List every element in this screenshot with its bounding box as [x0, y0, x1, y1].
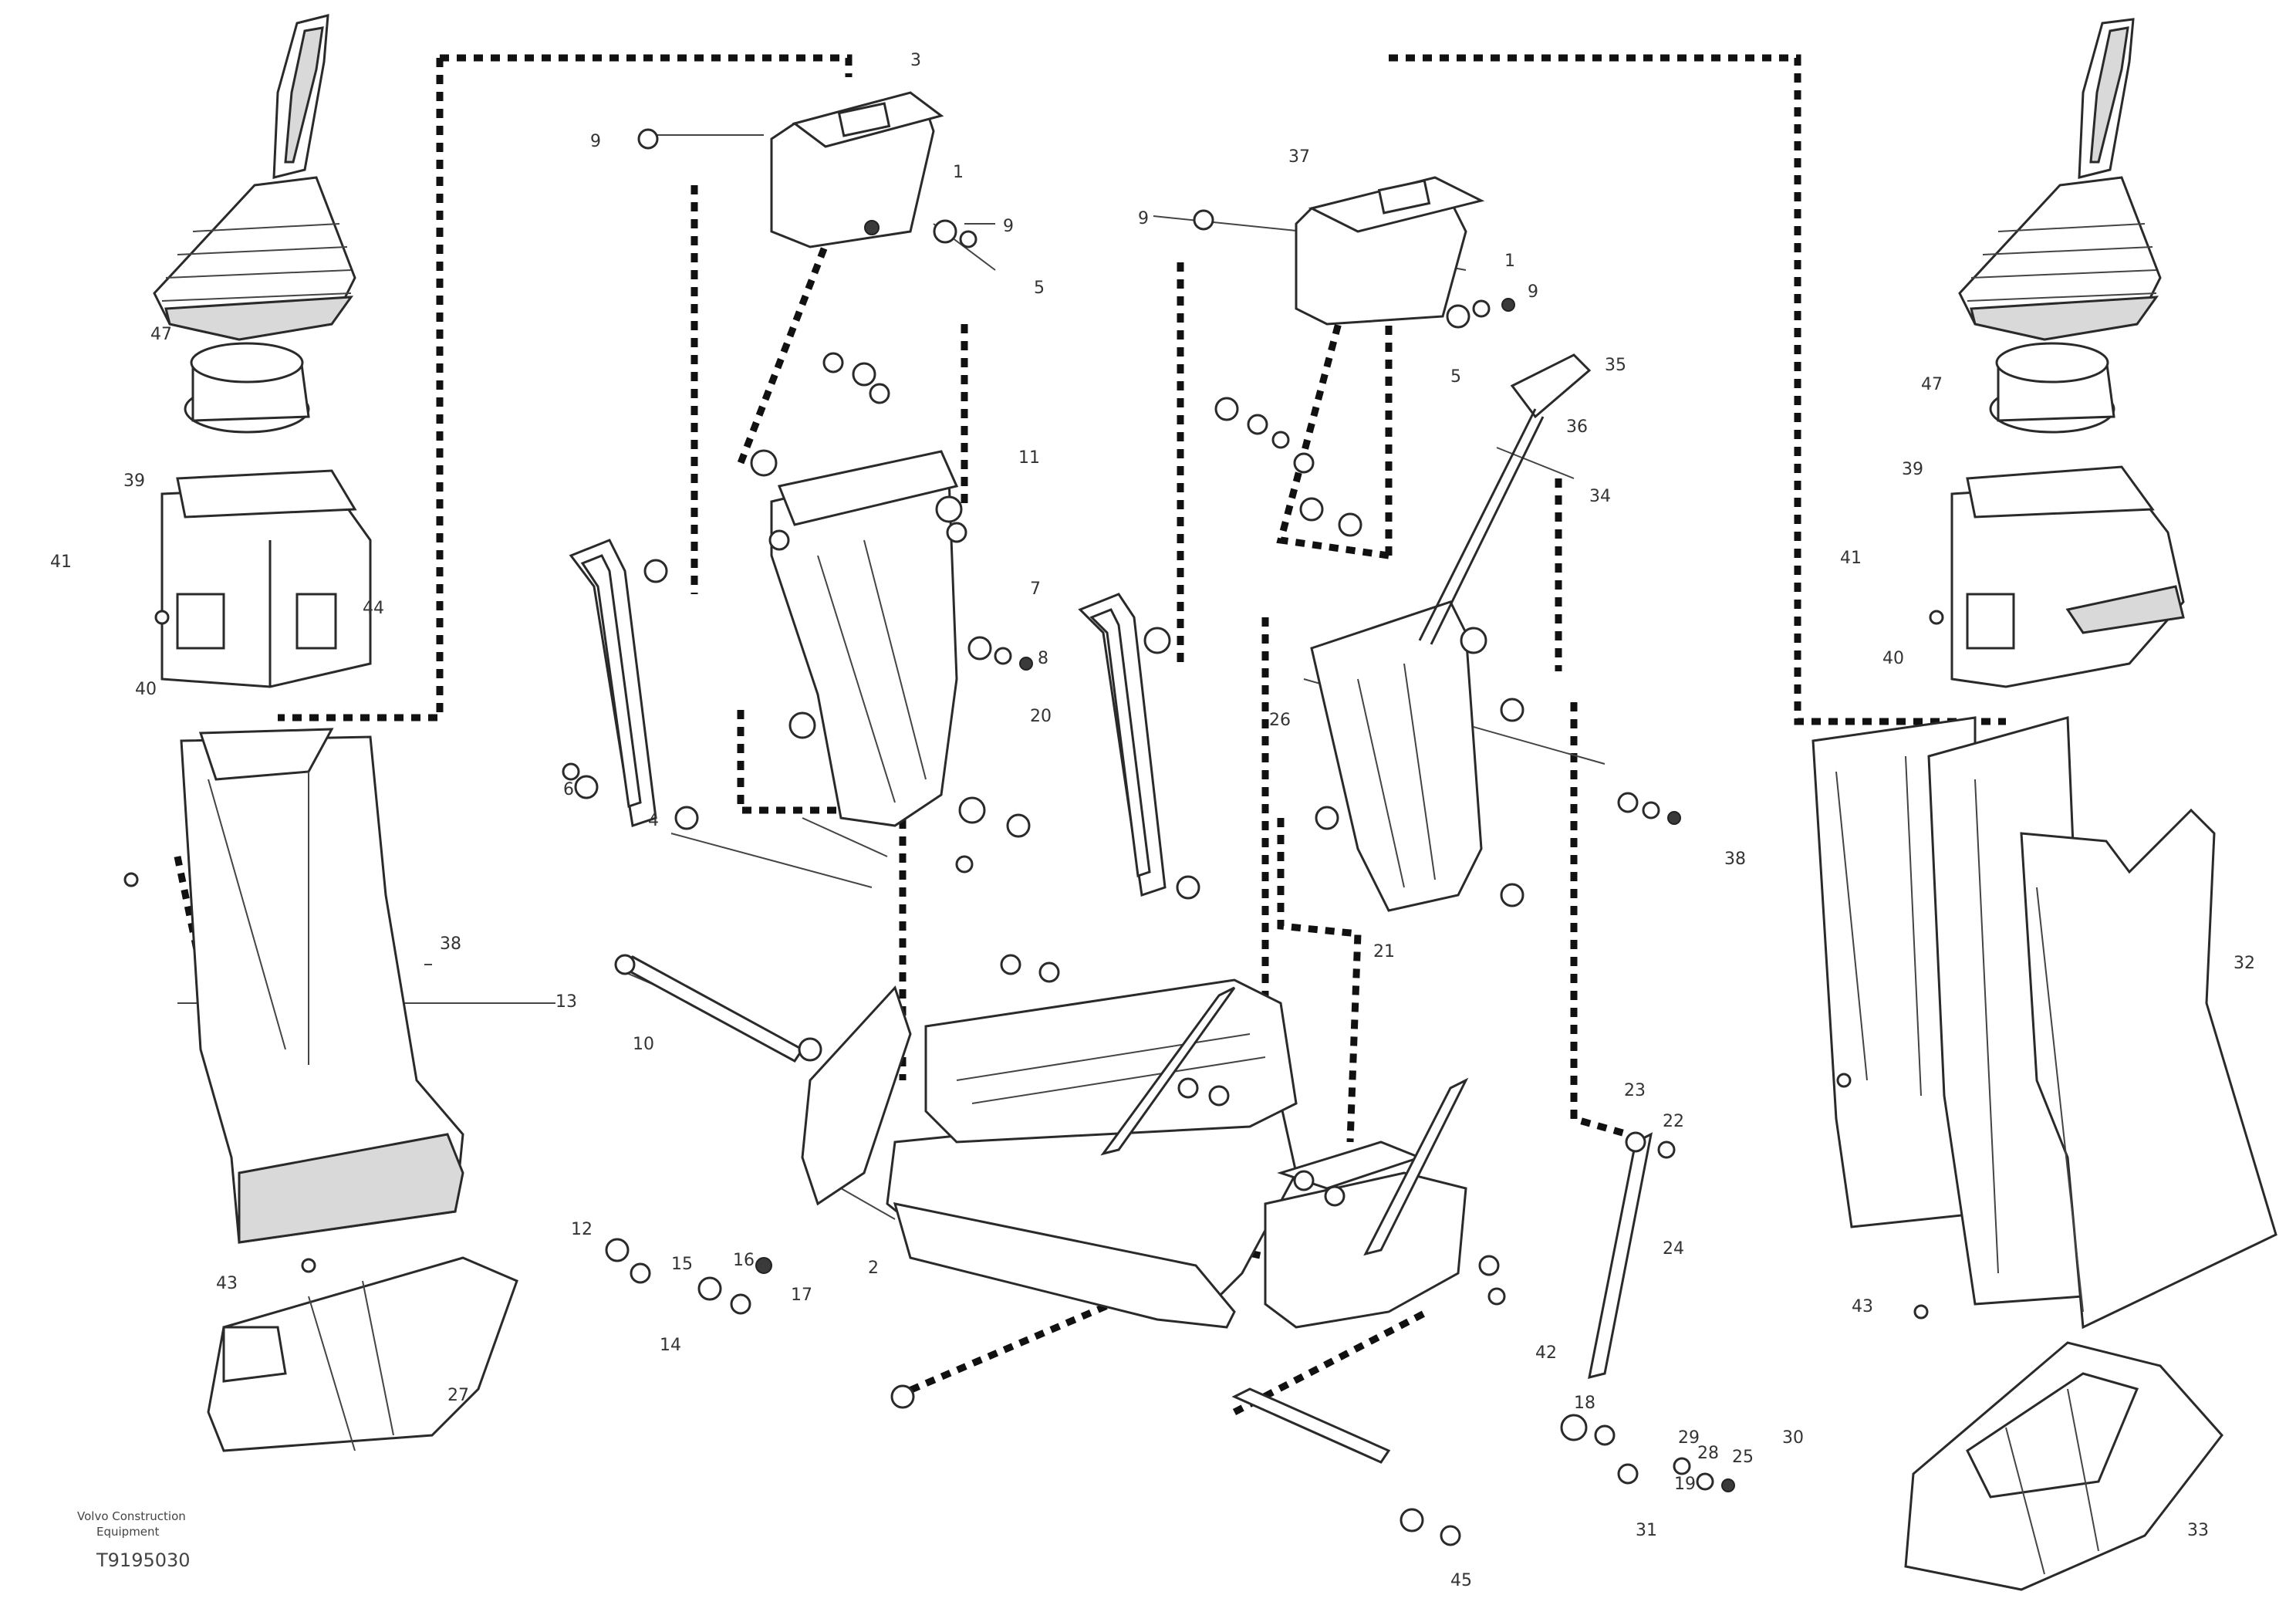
left-joystick-assembly — [153, 14, 518, 1452]
callout-label: 5 — [1034, 279, 1045, 298]
callout-label: 7 — [1030, 580, 1041, 599]
callout-label: 12 — [571, 1220, 593, 1239]
callout-label: 25 — [1732, 1448, 1754, 1467]
callout-label: 30 — [1782, 1428, 1804, 1448]
footer-line1: Volvo Construction — [77, 1509, 186, 1523]
callout-label: 40 — [135, 680, 157, 699]
callout-label: 9 — [1138, 209, 1149, 228]
callout-label: 31 — [1636, 1521, 1657, 1540]
callout-label: 28 — [1697, 1444, 1719, 1463]
footer-code: T9195030 — [96, 1549, 191, 1571]
callout-label: 11 — [1018, 448, 1040, 468]
callout-label: 27 — [447, 1386, 469, 1405]
callout-label: 19 — [1674, 1475, 1696, 1494]
callout-label: 15 — [671, 1255, 693, 1274]
callout-label: 5 — [1450, 367, 1461, 387]
upper-brackets — [770, 91, 1485, 326]
callout-label: 10 — [633, 1035, 654, 1054]
callout-label: 38 — [440, 934, 461, 954]
callout-label: 29 — [1678, 1428, 1700, 1448]
callout-label: 8 — [1038, 649, 1048, 668]
callout-label: 37 — [1288, 147, 1310, 167]
callout-labels: 3 9 1 9 5 37 9 1 9 5 35 36 34 47 47 39 3… — [50, 51, 2255, 1590]
callout-label: 45 — [1450, 1571, 1472, 1590]
callout-label: 43 — [216, 1274, 238, 1293]
right-joystick-assembly — [1811, 18, 2277, 1591]
callout-label: 44 — [363, 599, 384, 618]
valve-bodies — [569, 353, 1592, 912]
callout-label: 17 — [791, 1286, 812, 1305]
callout-label: 36 — [1566, 417, 1588, 437]
callout-label: 9 — [1528, 282, 1538, 302]
callout-label: 6 — [563, 780, 574, 799]
callout-label: 22 — [1663, 1112, 1684, 1131]
callout-label: 39 — [123, 471, 145, 491]
base-frame — [614, 955, 1653, 1464]
callout-label: 34 — [1589, 487, 1611, 506]
callout-label: 9 — [1003, 217, 1014, 236]
callout-label: 3 — [910, 51, 921, 70]
callout-label: 2 — [868, 1259, 879, 1278]
callout-label: 1 — [1504, 252, 1515, 271]
callout-label: 35 — [1605, 356, 1626, 375]
callout-label: 26 — [1269, 711, 1291, 730]
callout-label: 18 — [1574, 1394, 1595, 1413]
footer-line2: Equipment — [96, 1525, 160, 1539]
callout-label: 24 — [1663, 1239, 1684, 1259]
callout-label: 47 — [150, 325, 172, 344]
callout-label: 42 — [1535, 1343, 1557, 1363]
fasteners — [123, 128, 1944, 1546]
callout-label: 1 — [953, 163, 964, 182]
callout-label: 47 — [1921, 375, 1943, 394]
callout-label: 13 — [555, 992, 577, 1012]
footer-credit: Volvo Construction Equipment T9195030 — [77, 1509, 191, 1571]
callout-label: 21 — [1373, 942, 1395, 961]
callout-label: 43 — [1852, 1297, 1873, 1316]
callout-label: 38 — [1724, 850, 1746, 869]
callout-label: 4 — [648, 811, 659, 830]
callout-label: 14 — [660, 1336, 681, 1355]
callout-label: 33 — [2187, 1521, 2209, 1540]
callout-label: 23 — [1624, 1081, 1646, 1100]
callout-label: 32 — [2234, 954, 2255, 973]
callout-label: 20 — [1030, 707, 1052, 726]
callout-label: 39 — [1902, 460, 1923, 479]
callout-label: 41 — [50, 552, 72, 572]
callout-label: 9 — [590, 132, 601, 151]
callout-label: 16 — [733, 1251, 755, 1270]
callout-label: 41 — [1840, 549, 1862, 568]
callout-label: 40 — [1882, 649, 1904, 668]
